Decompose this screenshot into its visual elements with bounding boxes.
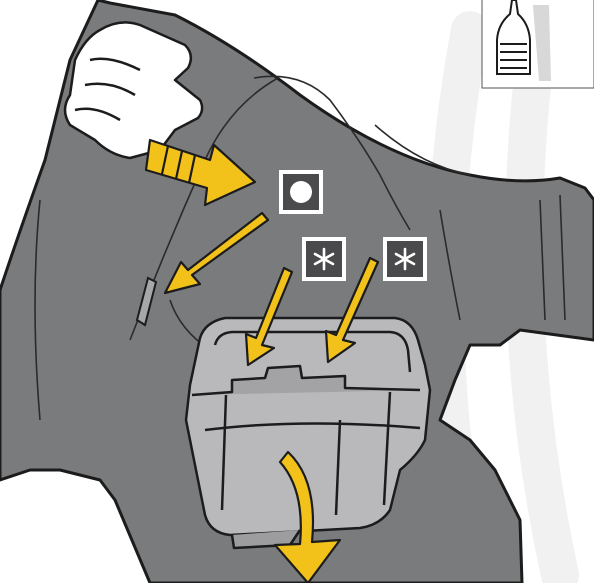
mark-star-right [383,237,427,281]
inset-box [482,0,594,88]
mark-star-left [302,237,346,281]
mark-dot [279,170,323,214]
